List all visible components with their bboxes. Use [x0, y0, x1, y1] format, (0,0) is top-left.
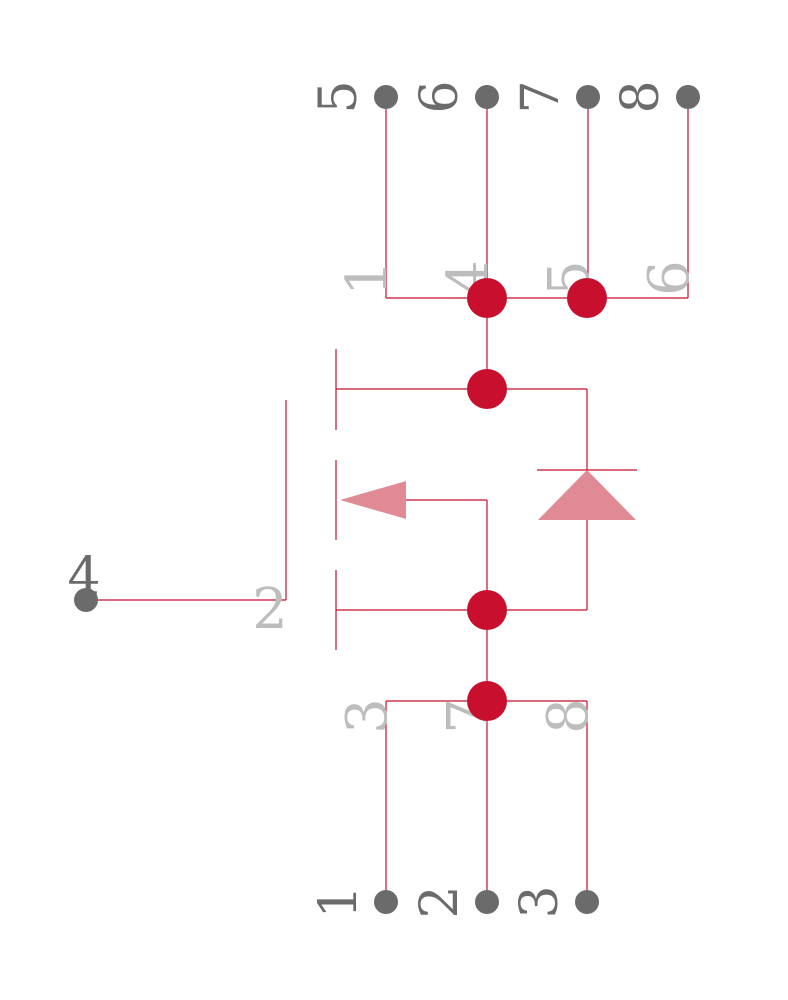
source-wiring [336, 609, 588, 902]
pin-2[interactable] [475, 890, 499, 914]
pin-label-5: 5 [309, 80, 369, 113]
inner-label-drain-4: 6 [637, 260, 702, 296]
pin-5[interactable] [374, 85, 398, 109]
inner-label-gate: 2 [252, 577, 288, 642]
pin-label-3: 3 [510, 885, 570, 918]
body-diode [537, 469, 637, 610]
junctions [467, 278, 607, 721]
pin-label-7: 7 [511, 80, 571, 113]
pin-7[interactable] [576, 85, 600, 109]
diode-triangle [538, 470, 636, 520]
top-pins: 5 6 7 8 [309, 80, 700, 114]
pin-8[interactable] [676, 85, 700, 109]
pin-4[interactable] [74, 588, 98, 612]
inner-label-drain-1: 1 [335, 260, 400, 296]
inner-labels-source: 3 7 8 [335, 698, 601, 734]
pin-label-8: 8 [611, 80, 671, 113]
pin-3[interactable] [575, 890, 599, 914]
junction-drain [467, 369, 507, 409]
junction-drain-bus [467, 278, 507, 318]
pin-6[interactable] [475, 85, 499, 109]
junction-source [467, 590, 507, 630]
pin-label-1: 1 [309, 885, 369, 918]
pin-label-6: 6 [410, 80, 470, 113]
gate-pin-group: 4 [67, 547, 101, 612]
mosfet-body [86, 349, 488, 650]
pin-label-2: 2 [410, 885, 470, 918]
junction-source-bus [467, 681, 507, 721]
inner-label-source-1: 3 [335, 698, 400, 734]
inner-labels-drain: 1 4 5 6 [335, 260, 702, 296]
junction-drain-bus-right [567, 278, 607, 318]
pin-1[interactable] [374, 890, 398, 914]
inner-label-source-3: 8 [536, 698, 601, 734]
body-arrow [340, 481, 406, 519]
bottom-pins: 1 2 3 [309, 885, 599, 919]
